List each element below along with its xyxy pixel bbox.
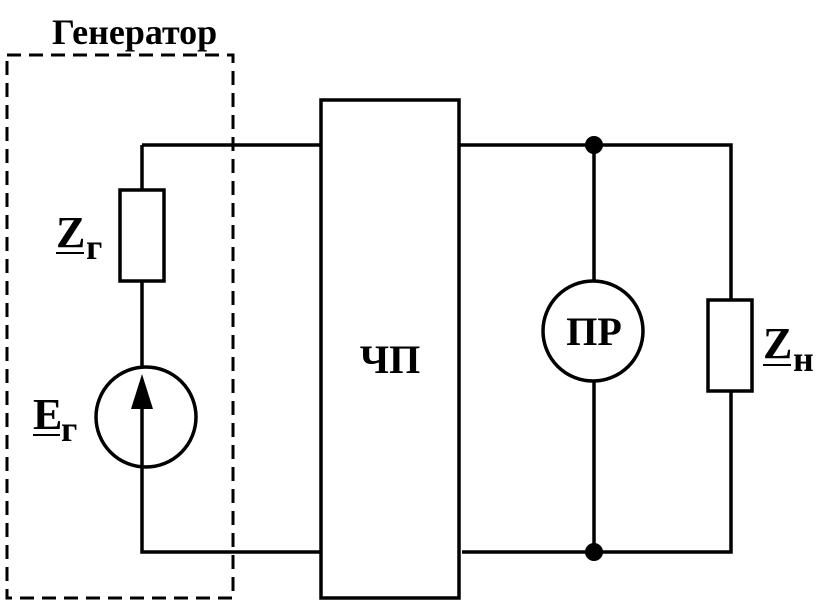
- output-top-wire: [459, 143, 733, 300]
- generator-bottom-wire: [140, 467, 325, 554]
- output-bottom-wire: [462, 391, 733, 554]
- zn-resistor: [706, 298, 754, 393]
- eg-voltage-source: [94, 365, 198, 469]
- chp-label: ЧП: [360, 337, 420, 382]
- eg-arrow-head: [131, 374, 153, 409]
- chp-block: [319, 98, 461, 600]
- generator-label: Генератор: [52, 12, 217, 52]
- generator-dashed-boundary: [5, 53, 235, 600]
- zg-resistor: [118, 188, 166, 283]
- generator-top-wire: [140, 143, 321, 190]
- node-dot-bottom: [585, 543, 603, 561]
- zn-subscript: н: [793, 339, 814, 379]
- eg-label: E: [33, 390, 62, 439]
- zg-label: Z: [56, 208, 85, 257]
- zg-subscript: г: [86, 227, 102, 267]
- node-dot-top: [585, 136, 603, 154]
- eg-subscript: г: [61, 409, 77, 449]
- pr-meter: [541, 279, 645, 383]
- zn-label: Z: [763, 319, 792, 368]
- pr-label: ПР: [566, 309, 622, 354]
